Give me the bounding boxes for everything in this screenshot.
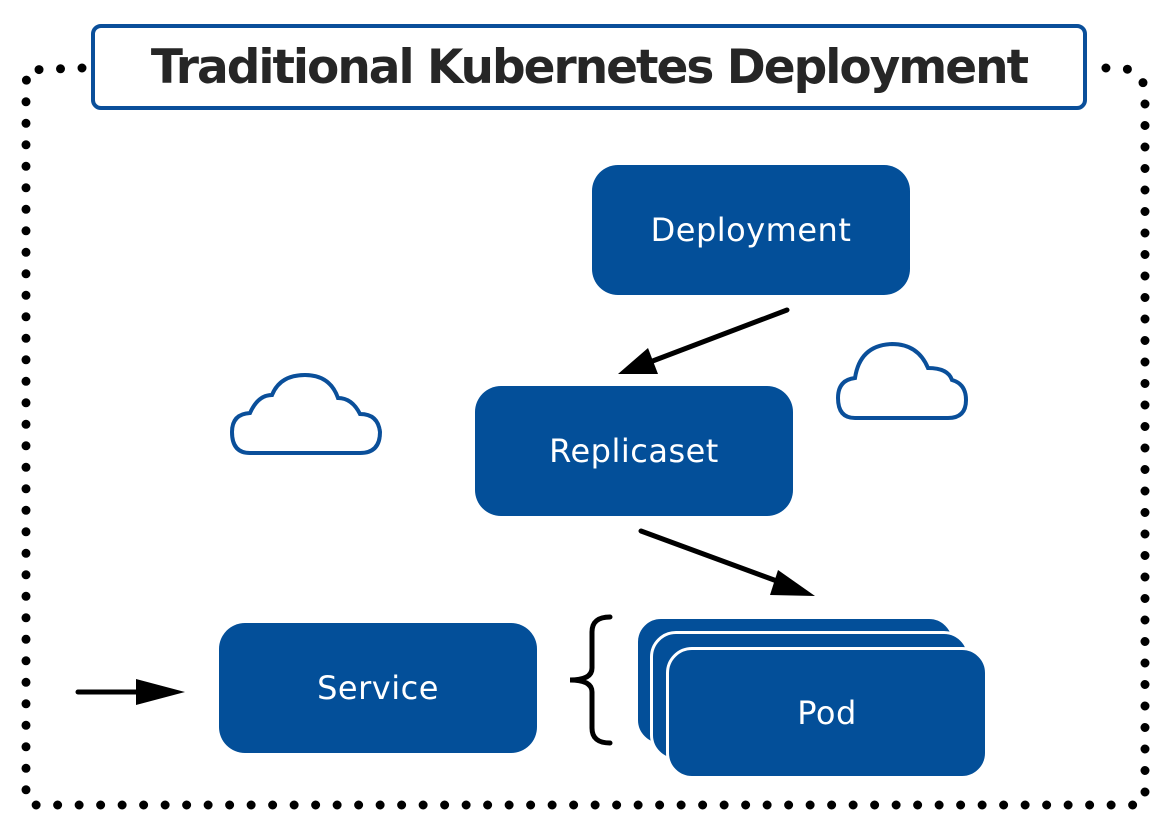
cloud-icon	[229, 372, 383, 455]
service-node[interactable]: Service	[219, 623, 537, 753]
arrow-into-service	[75, 679, 185, 705]
cloud-icon	[835, 341, 969, 420]
title-box: Traditional Kubernetes Deployment	[91, 24, 1087, 110]
pod-label: Pod	[797, 694, 857, 732]
cluster-boundary	[21, 63, 1150, 810]
diagram-title: Traditional Kubernetes Deployment	[150, 39, 1029, 95]
replicaset-label: Replicaset	[549, 432, 719, 470]
deployment-label: Deployment	[650, 211, 852, 249]
pod-node[interactable]: Pod	[666, 647, 988, 779]
arrow-replicaset-to-pod	[638, 528, 815, 596]
deployment-node[interactable]: Deployment	[592, 165, 910, 295]
service-label: Service	[317, 669, 439, 707]
replicaset-node[interactable]: Replicaset	[475, 386, 793, 516]
arrow-deployment-to-replicaset	[618, 307, 790, 374]
brace-icon	[569, 614, 613, 746]
